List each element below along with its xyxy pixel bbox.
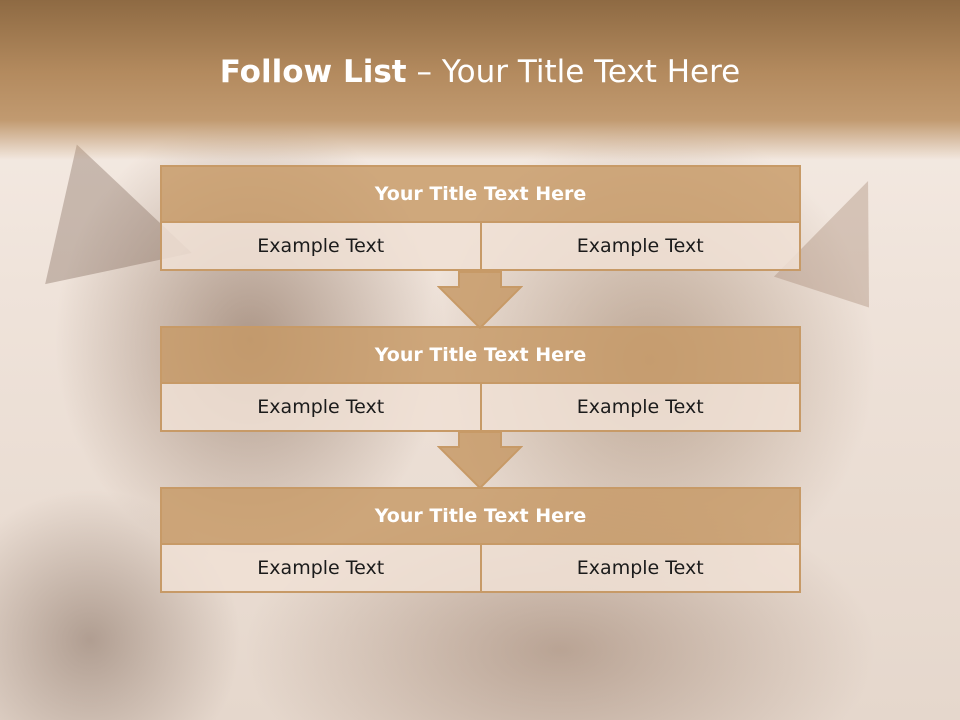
follow-block-3: Your Title Text Here Example Text Exampl…	[160, 487, 801, 593]
block-title: Your Title Text Here	[162, 167, 799, 223]
down-arrow-icon	[437, 431, 523, 489]
block-cell-right: Example Text	[479, 223, 799, 269]
slide-title-bold: Follow List	[219, 54, 407, 90]
follow-block-2: Your Title Text Here Example Text Exampl…	[160, 326, 801, 432]
block-cell-right: Example Text	[479, 384, 799, 430]
block-cell-right: Example Text	[479, 545, 799, 591]
slide-title: Follow List – Your Title Text Here	[0, 54, 960, 90]
block-row: Example Text Example Text	[162, 223, 799, 269]
block-cell-left: Example Text	[162, 223, 480, 269]
block-title: Your Title Text Here	[162, 489, 799, 545]
block-row: Example Text Example Text	[162, 384, 799, 430]
slide-title-subtitle: – Your Title Text Here	[416, 54, 741, 90]
block-cell-left: Example Text	[162, 384, 480, 430]
block-row: Example Text Example Text	[162, 545, 799, 591]
header-band	[0, 0, 960, 160]
follow-block-1: Your Title Text Here Example Text Exampl…	[160, 165, 801, 271]
down-arrow-icon	[437, 271, 523, 329]
block-cell-left: Example Text	[162, 545, 480, 591]
block-title: Your Title Text Here	[162, 328, 799, 384]
